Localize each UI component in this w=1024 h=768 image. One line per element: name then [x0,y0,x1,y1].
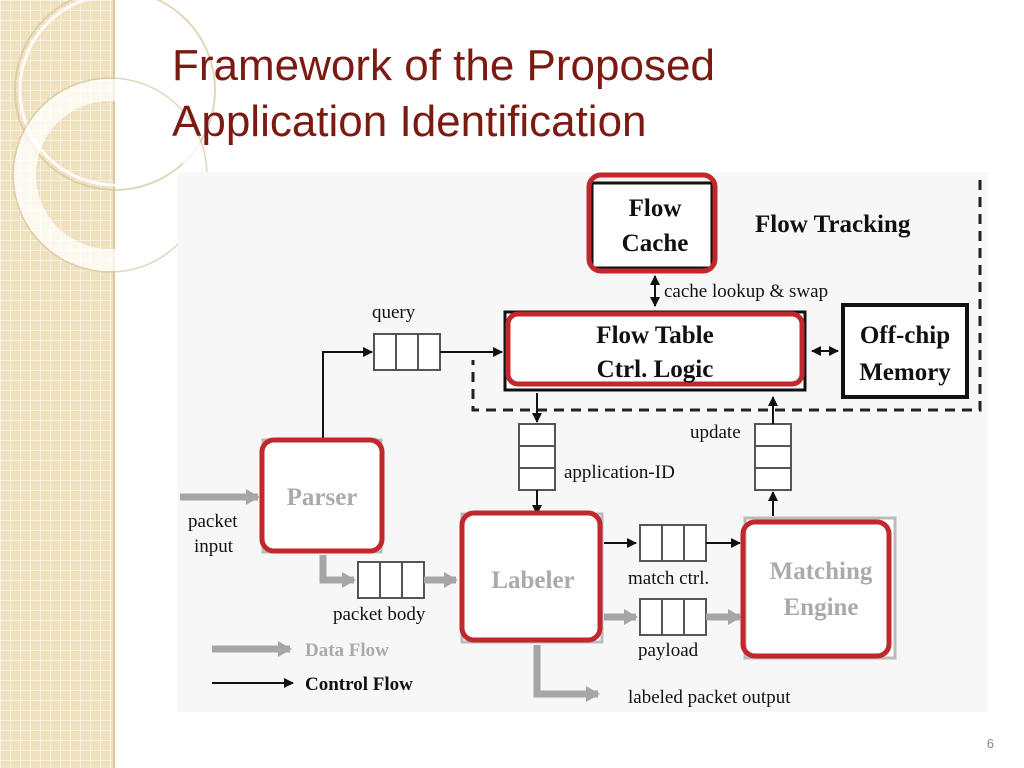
offchip-label-2: Memory [859,359,951,386]
flow-table-label-1: Flow Table [596,322,713,349]
offchip-memory-node: Off-chip Memory [841,303,969,399]
page-number: 6 [986,736,994,751]
labeled-output-label: labeled packet output [628,687,791,708]
legend-data-flow-label: Data Flow [305,640,389,661]
page-title: Framework of the Proposed Application Id… [172,38,992,150]
packet-input-label-2: input [194,536,234,557]
highlight-outline [586,172,718,274]
flow-table-node: Flow Table Ctrl. Logic [503,310,807,392]
highlight-outline [459,510,603,643]
labeled-output-arrow [533,645,600,702]
parser-node: Parser [259,437,385,554]
packet-body-arrow-in [319,555,356,588]
query-queue [373,333,441,371]
update-label: update [690,422,741,443]
legend: Data Flow Control Flow [212,640,413,695]
flow-cache-label-1: Flow [629,195,682,222]
packet-body-label: packet body [333,604,426,625]
payload-label: payload [638,640,699,661]
query-arrow-in [322,347,373,438]
sidebar-pattern [0,0,113,768]
flow-cache-node: Flow Cache [586,172,718,274]
packet-body-queue [357,561,425,599]
legend-control-flow-label: Control Flow [305,674,413,695]
flow-cache-label-2: Cache [622,230,689,257]
title-line-2: Application Identification [172,97,647,146]
update-queue [754,423,792,491]
app-id-queue [518,423,556,491]
matching-engine-node: Matching Engine [740,516,897,660]
query-label: query [372,302,416,323]
cache-lookup-label: cache lookup & swap [664,281,828,302]
labeler-node: Labeler [459,510,604,644]
parser-label: Parser [287,484,358,511]
matching-label-1: Matching [770,558,873,585]
match-ctrl-label: match ctrl. [628,568,709,589]
app-id-label: application-ID [564,462,675,483]
payload-queue [639,598,707,636]
flow-table-label-2: Ctrl. Logic [597,356,714,383]
highlight-outline [259,437,385,554]
match-ctrl-queue [639,524,707,562]
packet-input-label-1: packet [188,511,238,532]
sidebar-divider [113,0,115,768]
labeler-label: Labeler [491,567,574,594]
flow-tracking-region [471,180,982,412]
matching-label-2: Engine [783,594,858,621]
flow-tracking-label: Flow Tracking [755,211,911,238]
highlight-outline [740,519,892,659]
title-line-1: Framework of the Proposed [172,41,715,90]
highlight-outline [505,311,805,387]
offchip-label-1: Off-chip [860,322,950,349]
